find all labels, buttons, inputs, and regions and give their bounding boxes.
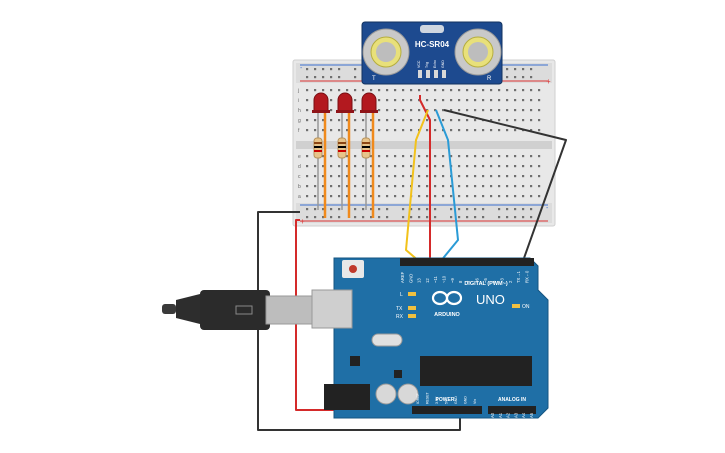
row-letter: f [298, 128, 300, 134]
rail-minus-top: - [300, 65, 303, 72]
pin-label: Vin [473, 399, 477, 404]
sensor-pin-label: VCC [417, 60, 421, 68]
pin-label: A3 [513, 412, 518, 418]
pin-label: IOREF [416, 393, 420, 404]
sensor-pin-label: Echo [433, 60, 437, 68]
row-letter: g [298, 118, 301, 124]
breadboard: - + - + j i h g f e d c b a [292, 59, 556, 227]
tx-label: TX [396, 306, 403, 312]
led-2[interactable] [336, 92, 354, 113]
pin-label: GND [408, 274, 413, 283]
resistor-1[interactable] [313, 137, 323, 159]
sensor-mark-right: R [487, 76, 492, 82]
arduino-logo-icon [431, 290, 463, 306]
pin-label: ~6 [475, 278, 480, 283]
row-letter: c [298, 174, 301, 180]
pin-label: ~3 [500, 278, 505, 283]
crystal-icon [420, 25, 444, 33]
wires [257, 95, 567, 431]
led-3[interactable] [360, 92, 378, 113]
pin-label: ~9 [450, 278, 455, 283]
pin-label: 7 [466, 280, 471, 283]
row-letter: h [298, 108, 301, 114]
capacitor [397, 383, 419, 405]
on-label: ON [522, 304, 530, 310]
row-letter: j [297, 88, 299, 94]
rx-label: RX [396, 314, 404, 320]
sensor-mark-left: T [372, 76, 376, 82]
pin-label: A2 [506, 412, 511, 418]
wire-blue-echo[interactable] [435, 109, 459, 263]
sensor-pin-label: Trig [425, 62, 429, 68]
pin-label: 12 [425, 278, 430, 283]
rail-plus-top: + [546, 77, 551, 86]
wire-red-vcc[interactable] [419, 95, 431, 262]
usb-cable[interactable] [162, 290, 319, 330]
power-header [412, 406, 482, 414]
sensor-name: HC-SR04 [415, 40, 450, 49]
wire-black-gnd[interactable] [257, 211, 461, 431]
row-letter: i [298, 98, 299, 104]
resistor-3[interactable] [361, 137, 371, 159]
pin-label: A1 [498, 412, 503, 418]
row-letters-top: j i h g f [297, 88, 301, 134]
wire-yellow-trig[interactable] [405, 109, 429, 263]
row-letter: d [298, 164, 301, 170]
pin-label: RX←0 [525, 270, 530, 283]
power-pin-labels: IOREF RESET 3.3V 5V GND GND Vin [416, 391, 477, 404]
row-letter: b [298, 184, 301, 190]
brand-label: ARDUINO [434, 312, 460, 318]
pin-label: A0 [490, 412, 495, 418]
pin-label: 13 [417, 278, 422, 283]
crystal [371, 333, 403, 347]
pin-label: ~5 [483, 278, 488, 283]
row-letter: e [298, 154, 301, 160]
power-jack [324, 384, 370, 410]
digital-header [400, 258, 534, 266]
capacitor [375, 383, 397, 405]
pin-label: 3.3V [435, 396, 439, 404]
power-label: POWER [436, 397, 455, 403]
pin-label: 2 [508, 280, 513, 283]
row-letters-bottom: e d c b a [298, 154, 301, 200]
pin-label: 4 [491, 280, 496, 283]
pin-label: RESET [426, 391, 430, 404]
analog-header [488, 406, 536, 414]
pin-label: TX→1 [516, 270, 521, 283]
usb-port [311, 289, 353, 329]
pin-label: GND [454, 396, 458, 404]
pin-label: 5V [445, 399, 449, 404]
pin-label: 8 [458, 280, 463, 283]
digital-label: DIGITAL (PWM~) [464, 281, 508, 287]
hc-sr04-sensor[interactable]: HC-SR04 T R VCC Trig Echo GND [361, 21, 503, 85]
pin-label: A4 [521, 412, 526, 418]
l-label: L [400, 292, 403, 298]
rail-minus-bottom: - [546, 205, 549, 212]
pin-label: A5 [529, 412, 534, 418]
led-group [312, 92, 378, 218]
usb-icon [235, 305, 253, 315]
row-letter: a [298, 194, 301, 200]
pin-label: ~10 [442, 275, 447, 283]
pin-label: GND [464, 396, 468, 404]
pin-label: ~11 [433, 276, 438, 283]
pin-label: AREF [400, 271, 405, 283]
sensor-pin-label: GND [441, 60, 445, 68]
resistor-2[interactable] [337, 137, 347, 159]
led-1[interactable] [312, 92, 330, 113]
rail-plus-bottom: + [300, 217, 305, 226]
board-name: UNO [476, 292, 505, 307]
atmega-chip [420, 356, 532, 386]
analog-label: ANALOG IN [498, 397, 526, 403]
